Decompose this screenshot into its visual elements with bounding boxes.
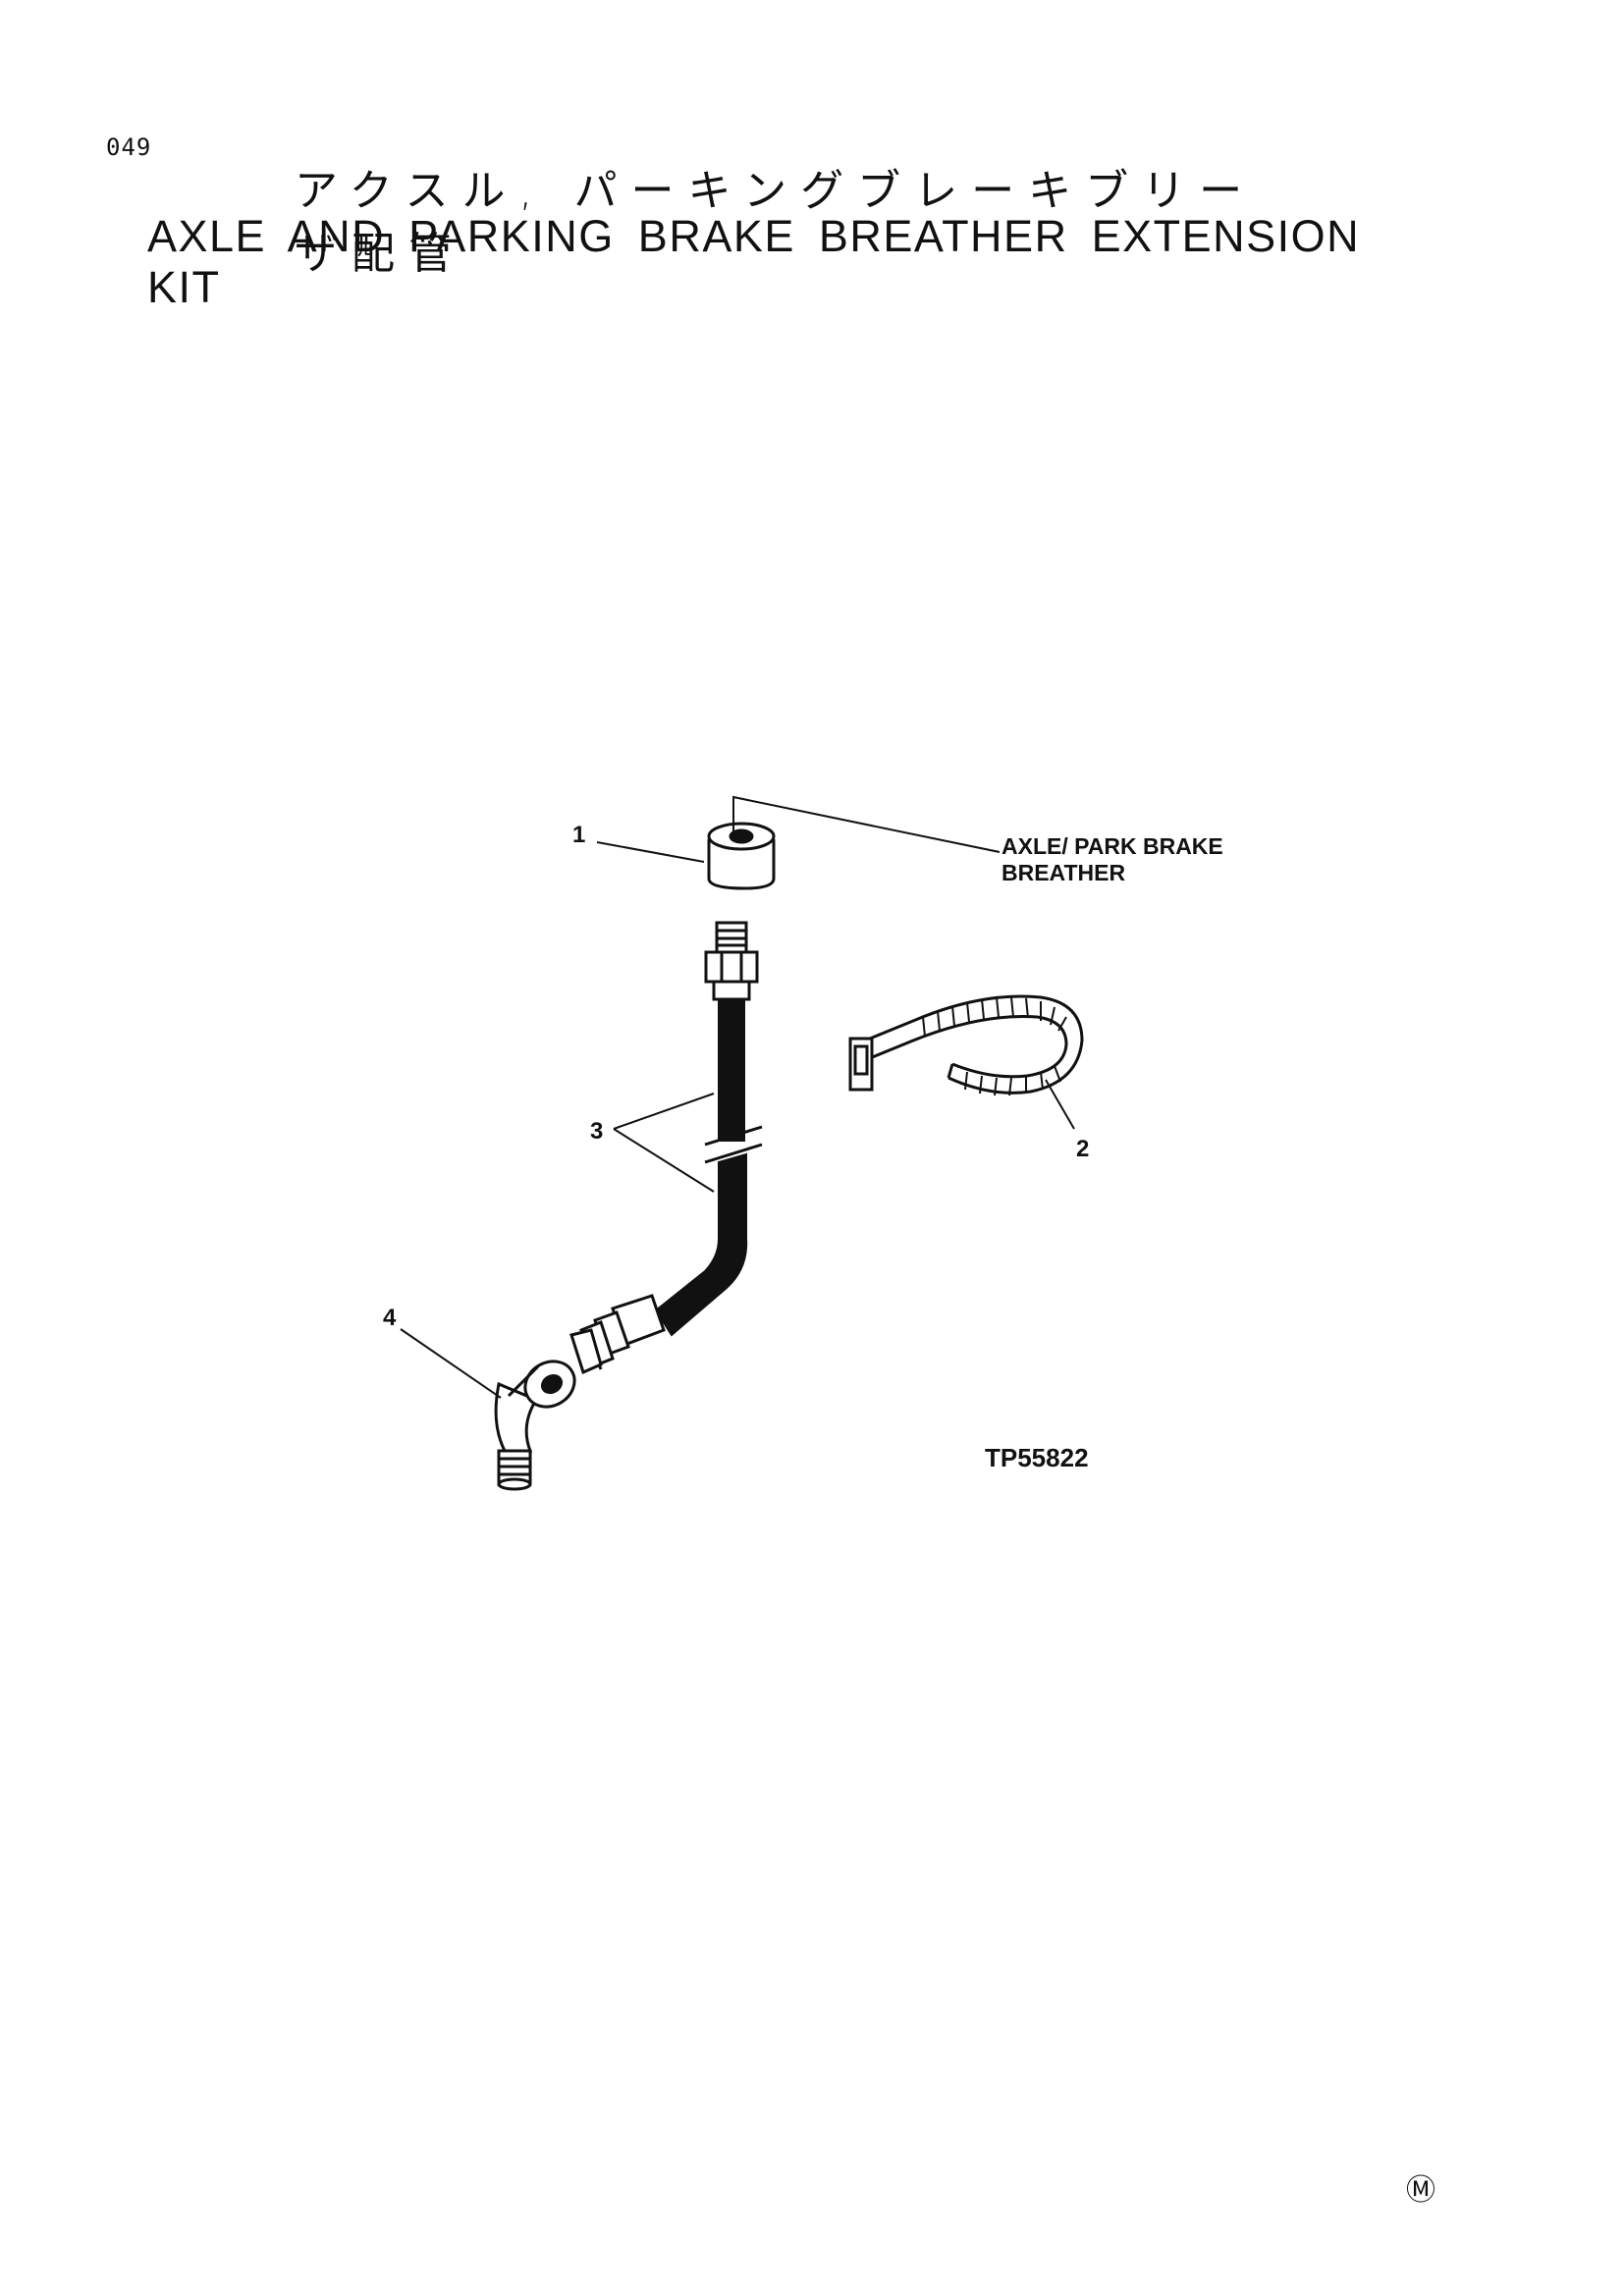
part-3-leaders bbox=[613, 1093, 715, 1193]
part-2-clamp bbox=[848, 994, 1084, 1096]
figure-id: TP55822 bbox=[985, 1443, 1089, 1472]
page-title-english: AXLE AND PARKING BRAKE BREATHER EXTENSIO… bbox=[147, 211, 1361, 312]
part-1-leader bbox=[596, 841, 705, 863]
part-2-leader bbox=[1045, 1079, 1075, 1130]
breather-annotation-line1: AXLE/ PARK BRAKE bbox=[1001, 833, 1223, 859]
part-4-leader bbox=[400, 1328, 502, 1399]
breather-leader-line bbox=[732, 795, 1001, 853]
page-number: 049 bbox=[106, 133, 152, 161]
part-4-elbow bbox=[494, 1360, 576, 1491]
part-4-label: 4 bbox=[383, 1305, 397, 1331]
part-1-cap bbox=[707, 822, 776, 890]
part-2-label: 2 bbox=[1076, 1136, 1089, 1162]
page-title-japanese: アクスル, パーキングブレーキブリーザ配管 bbox=[295, 166, 1257, 279]
part-1-label: 1 bbox=[572, 822, 585, 848]
part-3-label: 3 bbox=[590, 1118, 603, 1145]
corner-mark: Ⓜ bbox=[1406, 2173, 1435, 2208]
part-3-hose bbox=[569, 921, 763, 1375]
breather-annotation-line2: BREATHER bbox=[1001, 860, 1125, 885]
